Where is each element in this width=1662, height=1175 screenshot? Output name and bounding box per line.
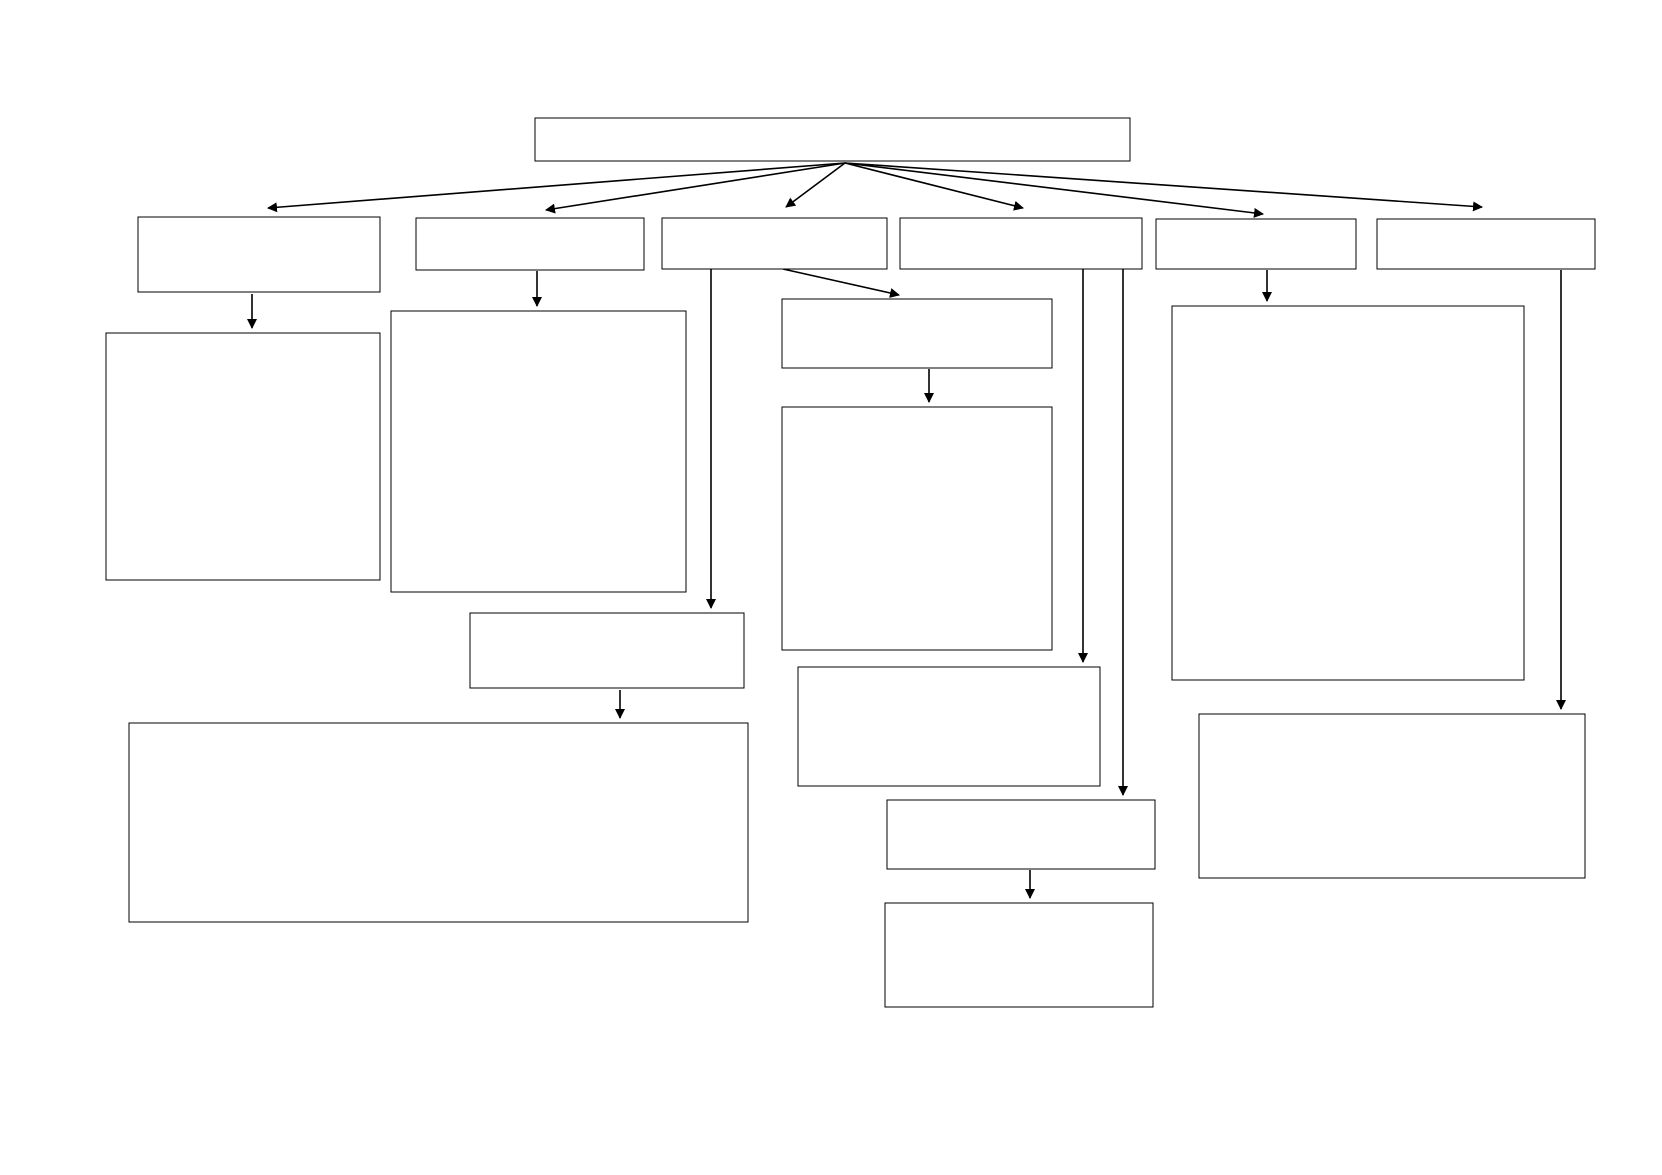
node-branch-3 — [661, 217, 888, 270]
node-branch-2-detail — [390, 310, 687, 593]
node-branch-4-lower-b-detail — [884, 902, 1154, 1008]
node-branch-1 — [137, 216, 381, 293]
node-branch-3-sub-detail — [781, 406, 1053, 651]
node-branch-4-lower-a — [797, 666, 1101, 787]
node-branch-4-lower-b — [886, 799, 1156, 870]
node-box-branch-4-lower-b — [886, 799, 1156, 870]
node-branch-6 — [1376, 218, 1596, 270]
node-box-branch-2-detail — [390, 310, 687, 593]
node-box-branch-5-detail — [1171, 305, 1525, 681]
node-box-branch-1 — [137, 216, 381, 293]
edge-arrow-root-to-branch-3 — [785, 162, 846, 208]
node-branch-3-lower-detail — [128, 722, 749, 923]
node-box-branch-4-lower-a — [797, 666, 1101, 787]
node-box-branch-3-lower-detail — [128, 722, 749, 923]
node-box-branch-5 — [1155, 218, 1357, 270]
node-box-branch-3-sub-detail — [781, 406, 1053, 651]
edge-arrow-root-to-branch-1 — [267, 162, 846, 213]
edge-arrow-branch-3-to-branch-3-sub — [782, 268, 900, 298]
node-box-branch-3 — [661, 217, 888, 270]
edges-layer — [247, 162, 1566, 899]
edge-arrow-root-to-branch-5 — [844, 162, 1264, 218]
node-box-root — [534, 117, 1131, 162]
node-box-branch-4-lower-b-detail — [884, 902, 1154, 1008]
node-branch-3-lower — [469, 612, 745, 689]
node-branch-1-detail — [105, 332, 381, 581]
node-box-branch-1-detail — [105, 332, 381, 581]
node-box-branch-3-lower — [469, 612, 745, 689]
node-branch-5 — [1155, 218, 1357, 270]
nodes-layer — [105, 117, 1596, 1008]
node-branch-5-detail — [1171, 305, 1525, 681]
node-box-branch-2 — [415, 217, 645, 271]
node-branch-3-sub — [781, 298, 1053, 369]
node-box-branch-6-detail — [1198, 713, 1586, 879]
node-root — [534, 117, 1131, 162]
node-box-branch-6 — [1376, 218, 1596, 270]
node-branch-2 — [415, 217, 645, 271]
node-branch-4 — [899, 217, 1143, 270]
edge-arrow-root-to-branch-2 — [545, 162, 846, 214]
node-box-branch-4 — [899, 217, 1143, 270]
edge-arrow-root-to-branch-6 — [844, 162, 1483, 212]
node-branch-6-detail — [1198, 713, 1586, 879]
edge-arrow-root-to-branch-4 — [844, 162, 1024, 211]
node-box-branch-3-sub — [781, 298, 1053, 369]
